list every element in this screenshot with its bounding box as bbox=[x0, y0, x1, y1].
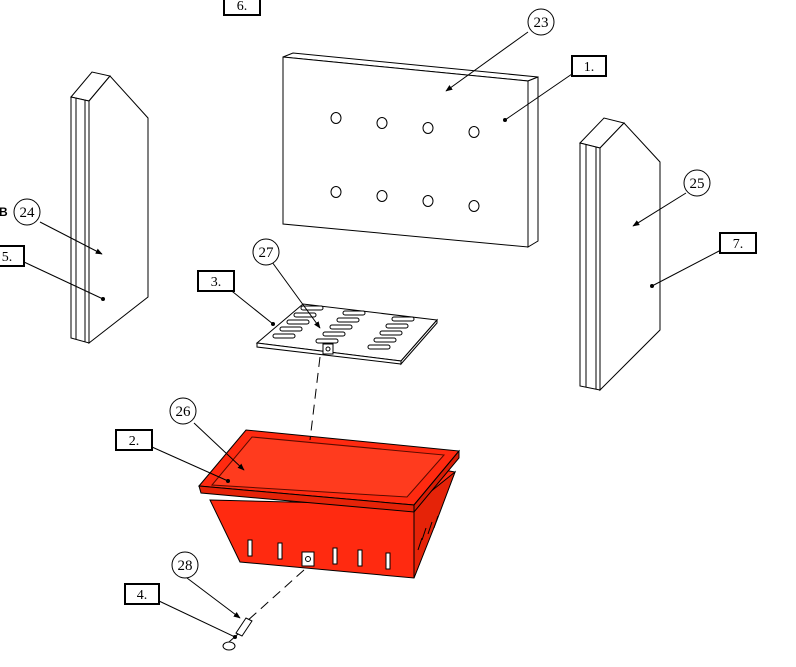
svg-text:4.: 4. bbox=[137, 588, 148, 603]
circle-label-28: 28 bbox=[171, 551, 199, 579]
grate bbox=[255, 303, 439, 366]
firebox-basket bbox=[198, 429, 460, 579]
circle-label-26: 26 bbox=[169, 397, 197, 425]
svg-text:2.: 2. bbox=[129, 434, 140, 449]
back-panel-holes bbox=[330, 112, 480, 212]
svg-text:26: 26 bbox=[176, 404, 192, 420]
svg-text:6.: 6. bbox=[237, 0, 248, 14]
svg-text:23: 23 bbox=[534, 15, 549, 31]
svg-text:27: 27 bbox=[259, 245, 275, 261]
circle-label-24: 24 bbox=[13, 198, 41, 226]
svg-text:1.: 1. bbox=[584, 60, 595, 75]
left-side-panel bbox=[70, 71, 149, 345]
svg-text:24: 24 bbox=[20, 205, 36, 221]
svg-text:3.: 3. bbox=[211, 275, 222, 290]
svg-text:28: 28 bbox=[178, 558, 193, 574]
assembly-lines bbox=[245, 356, 321, 623]
edge-label-b: B bbox=[0, 205, 8, 219]
grate-slots bbox=[272, 305, 415, 350]
firebox-side-slots bbox=[417, 515, 439, 551]
circle-label-25: 25 bbox=[683, 169, 711, 197]
firebox-slots bbox=[247, 539, 391, 570]
svg-text:5.: 5. bbox=[2, 250, 13, 265]
svg-text:7.: 7. bbox=[733, 237, 744, 252]
circle-label-23: 23 bbox=[527, 8, 555, 36]
box-label-7: 7. bbox=[719, 232, 757, 254]
box-label-3: 3. bbox=[197, 270, 235, 292]
box-label-2: 2. bbox=[115, 429, 153, 451]
bolt bbox=[222, 617, 253, 651]
box-label-6: 6. bbox=[223, 0, 261, 16]
circle-label-27: 27 bbox=[252, 238, 280, 266]
svg-text:25: 25 bbox=[690, 176, 705, 192]
leader-dots bbox=[101, 118, 654, 639]
leader-lines bbox=[23, 31, 722, 638]
right-side-panel bbox=[579, 117, 661, 392]
box-label-1: 1. bbox=[571, 55, 607, 77]
back-panel bbox=[282, 52, 539, 248]
box-label-4: 4. bbox=[124, 583, 160, 605]
box-label-5: 5. bbox=[0, 245, 25, 267]
